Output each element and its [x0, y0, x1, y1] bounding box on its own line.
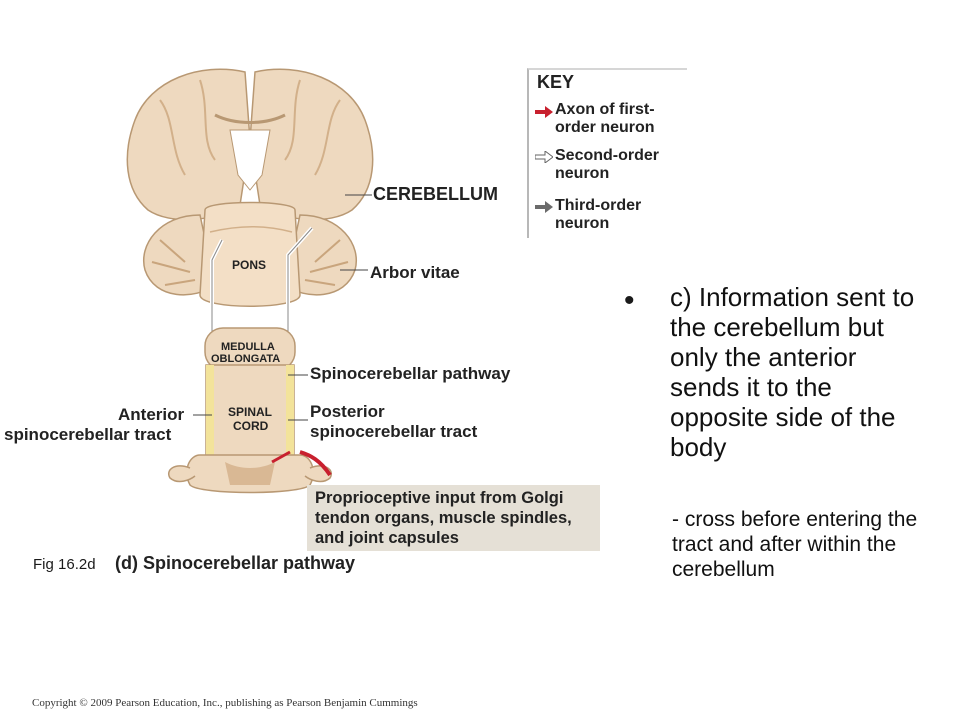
red-arrow-icon — [535, 106, 553, 118]
bullet-dot-icon: • — [624, 284, 635, 317]
key-legend: KEY Axon of first-order neuron Second-or… — [527, 68, 687, 238]
leader-lines — [193, 194, 372, 421]
cerebellum — [143, 214, 357, 296]
posterior-tract-label-line2: spinocerebellar tract — [310, 422, 478, 441]
white-arrow-icon — [535, 151, 553, 163]
medulla-label-line2: OBLONGATA — [211, 353, 281, 365]
spinal-cord-label-line1: SPINAL — [228, 405, 273, 419]
spinal-cord — [168, 364, 332, 494]
key-item-third-order: Third-order neuron — [555, 197, 642, 232]
spinal-cord-label-line2: CORD — [233, 419, 269, 433]
anterior-tract-label-line1: Anterior — [118, 405, 185, 424]
anterior-tract-label-line2: spinocerebellar tract — [4, 425, 172, 444]
fig-reference: Fig 16.2d — [33, 556, 96, 573]
gray-arrow-icon — [535, 201, 553, 213]
pons — [199, 201, 301, 307]
key-item-first-order: Axon of first-order neuron — [555, 101, 655, 136]
posterior-tract-label-line1: Posterior — [310, 402, 385, 421]
key-title: KEY — [537, 72, 575, 92]
sub-bullet-text: - cross before entering the tract and af… — [672, 508, 918, 581]
pons-label: PONS — [232, 258, 267, 272]
cerebellum-label: CEREBELLUM — [373, 184, 498, 204]
proprioceptive-input-box: Proprioceptive input from Golgi tendon o… — [307, 485, 600, 551]
bullet-text: c) Information sent to the cerebellum bu… — [670, 282, 915, 462]
figure-caption: (d) Spinocerebellar pathway — [115, 553, 356, 573]
medulla-label-line1: MEDULLA — [221, 341, 275, 353]
proprioceptive-input-text: Proprioceptive input from Golgi tendon o… — [315, 489, 572, 547]
key-item-second-order: Second-order neuron — [555, 147, 660, 182]
copyright-notice: Copyright © 2009 Pearson Education, Inc.… — [32, 697, 418, 709]
spinocerebellar-pathway-label: Spinocerebellar pathway — [310, 364, 511, 383]
cerebrum — [126, 68, 374, 221]
arbor-vitae-label: Arbor vitae — [370, 263, 460, 282]
